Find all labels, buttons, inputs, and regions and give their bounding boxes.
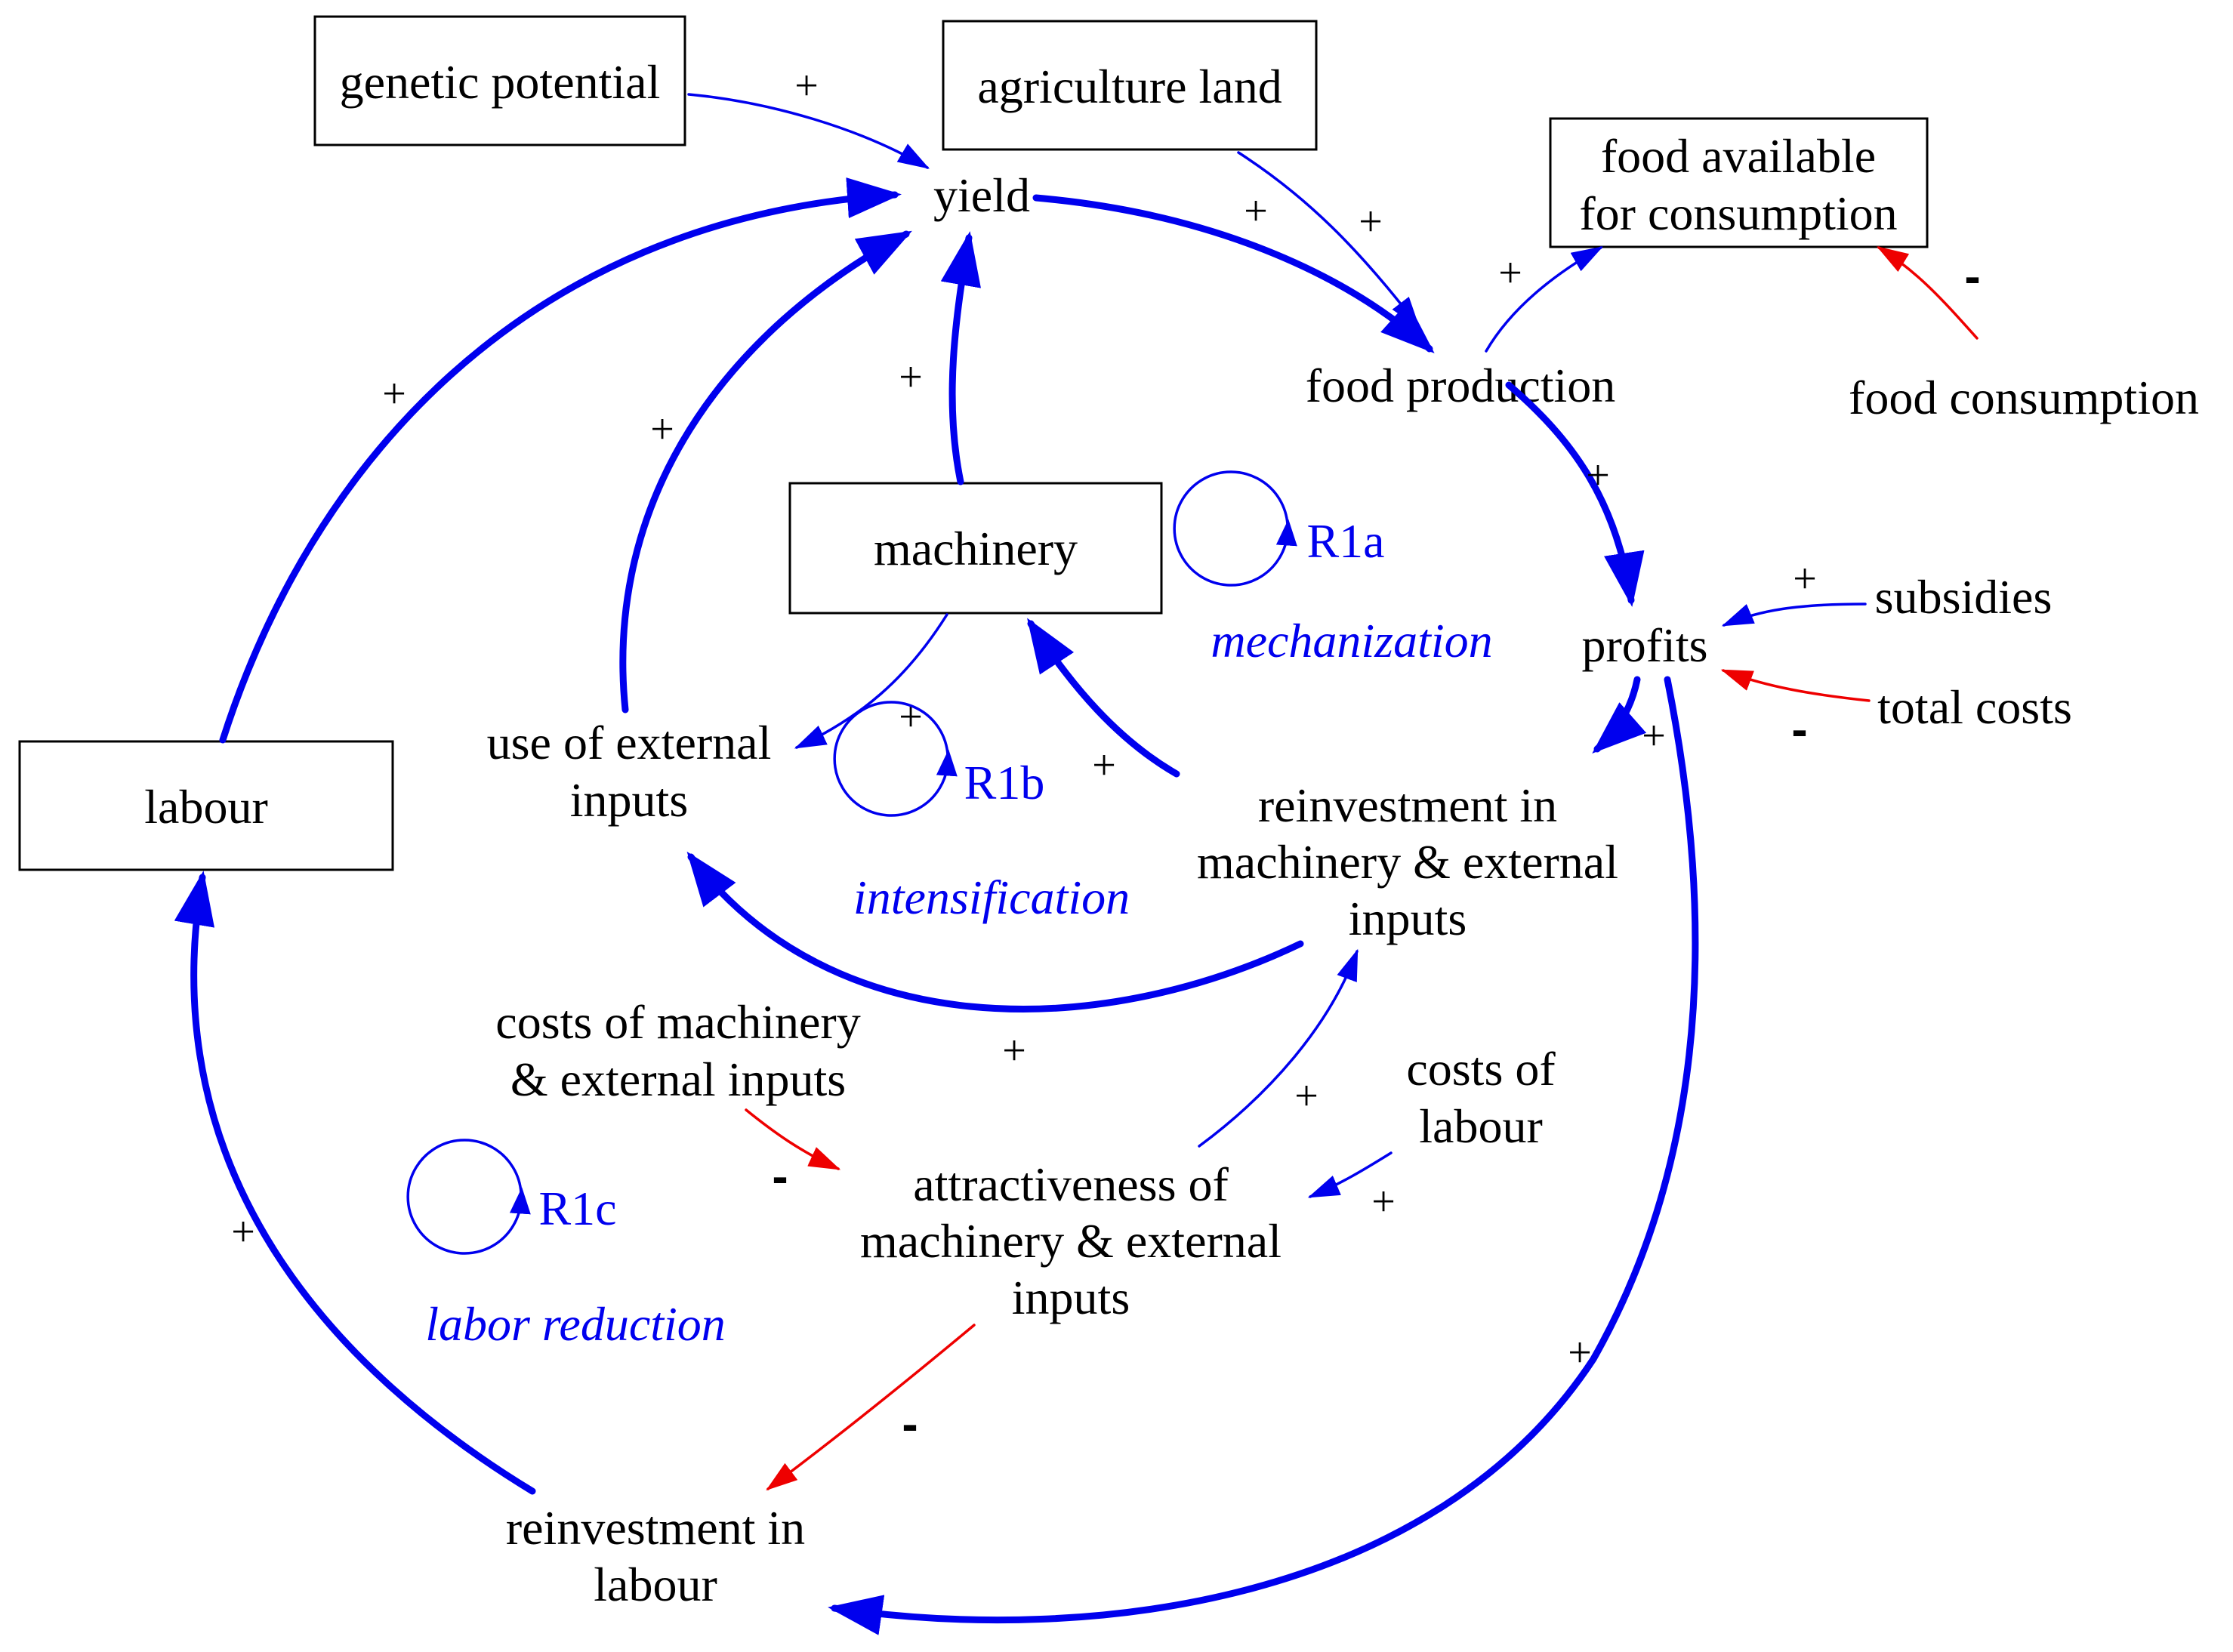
agriculture-land-box [942,20,1318,151]
loop-r1a-arc-icon [1173,470,1297,587]
attractiveness-label-1: attractiveness of [913,1157,1229,1211]
loop-r1b: R1b intensification [833,701,1130,924]
reinvestment-machinery-label-2: machinery & external [1197,835,1618,889]
link-costs-labour-to-attractiveness [1307,1151,1393,1198]
loop-r1a: R1a mechanization [1173,470,1493,667]
machinery-label: machinery [874,522,1078,575]
sign-genetic-yield: + [794,63,819,109]
link-food-production-to-profits [1505,381,1645,607]
reinvestment-labour-label-1: reinvestment in [506,1501,805,1555]
loop-r1b-arc-icon [833,701,958,817]
use-external-inputs-label-1: use of external [487,716,772,769]
loop-r1c-arc-icon [406,1139,531,1255]
link-reinvestment-to-machinery [1027,618,1180,778]
loop-r1b-label: R1b [964,756,1045,809]
reinvestment-machinery-label-3: inputs [1349,892,1467,945]
sign-consumption-available: - [1964,249,1980,304]
link-use-inputs-to-yield [619,230,912,714]
link-profits-to-reinvestment-machinery [1592,676,1647,754]
food-consumption-label: food consumption [1849,371,2199,424]
loop-r1a-label: R1a [1306,514,1384,568]
reinvestment-machinery-label-1: reinvestment in [1258,778,1557,832]
link-genetic-potential-to-yield [687,93,930,169]
labour-label: labour [144,780,268,834]
sign-production-available: + [1498,250,1522,297]
costs-labour-label-2: labour [1419,1099,1543,1153]
food-production-label: food production [1306,359,1616,412]
link-subsidies-to-profits [1721,603,1867,627]
link-food-consumption-to-food-available [1877,246,1979,340]
subsidies-label: subsidies [1875,570,2053,624]
link-reinvestment-labour-to-labour [174,871,536,1495]
sign-profits-reinvestment-labour: + [1568,1330,1592,1376]
link-attractiveness-to-reinvestment-labour [766,1324,976,1491]
sign-reinvestment-labour-labour: + [231,1209,255,1256]
loop-r1c: R1c labor reduction [406,1139,726,1351]
machinery-box [788,482,1163,615]
link-total-costs-to-profits [1720,669,1871,702]
costs-labour-label-1: costs of [1406,1042,1556,1096]
sign-attractiveness-reinvestment: + [1294,1073,1319,1120]
loop-r1b-name: intensification [853,871,1130,924]
sign-inputs-yield: + [650,406,674,453]
link-labour-to-yield [219,177,902,744]
link-costs-machinery-to-attractiveness [745,1108,841,1170]
link-machinery-to-use-inputs [794,613,948,749]
sign-labour-yield: + [382,371,406,418]
link-agriculture-land-to-food-production [1237,151,1420,328]
sign-yield-food-production: + [1244,188,1268,235]
loop-r1c-name: labor reduction [425,1297,726,1351]
agriculture-land-label: agriculture land [977,60,1282,113]
attractiveness-label-3: inputs [1012,1271,1130,1324]
costs-machinery-label-2: & external inputs [510,1053,846,1106]
sign-costs-labour-attractiveness: + [1371,1179,1396,1225]
genetic-potential-label: genetic potential [340,55,661,109]
food-available-box [1549,117,1929,248]
link-food-production-to-food-available [1485,246,1604,353]
profits-label: profits [1581,618,1707,672]
link-attractiveness-to-reinvestment-machinery [1198,948,1359,1148]
sign-machinery-inputs: + [899,694,923,741]
loop-r1c-label: R1c [538,1182,616,1235]
yield-label: yield [933,168,1030,222]
costs-machinery-label-1: costs of machinery [495,995,860,1049]
attractiveness-label-2: machinery & external [860,1214,1282,1268]
food-available-label-1: food available [1601,129,1876,183]
sign-costs-profits: - [1791,702,1807,757]
total-costs-label: total costs [1877,680,2072,734]
sign-costs-machinery-attractiveness: - [772,1149,788,1204]
sign-profits-reinvestment: + [1642,713,1666,760]
link-machinery-to-yield [940,231,981,485]
genetic-potential-box [313,15,686,146]
link-reinvestment-to-use-inputs [686,851,1304,1012]
sign-reinvestment-machinery: + [1092,742,1116,789]
link-yield-to-food-production [1032,194,1435,354]
sign-reinvestment-inputs: + [1002,1028,1026,1074]
use-external-inputs-label-2: inputs [570,773,688,827]
sign-land-food-production: + [1359,199,1383,245]
link-profits-to-reinvestment-labour [828,676,1699,1635]
loop-r1a-name: mechanization [1211,614,1492,667]
sign-production-profits: + [1586,452,1610,499]
sign-machinery-yield: + [899,354,923,401]
sign-attractiveness-reinvestment-labour: - [902,1397,918,1451]
sign-subsidies-profits: + [1793,556,1817,603]
labour-box [18,740,394,871]
reinvestment-labour-label-2: labour [594,1558,717,1611]
food-available-label-2: for consumption [1579,186,1897,240]
